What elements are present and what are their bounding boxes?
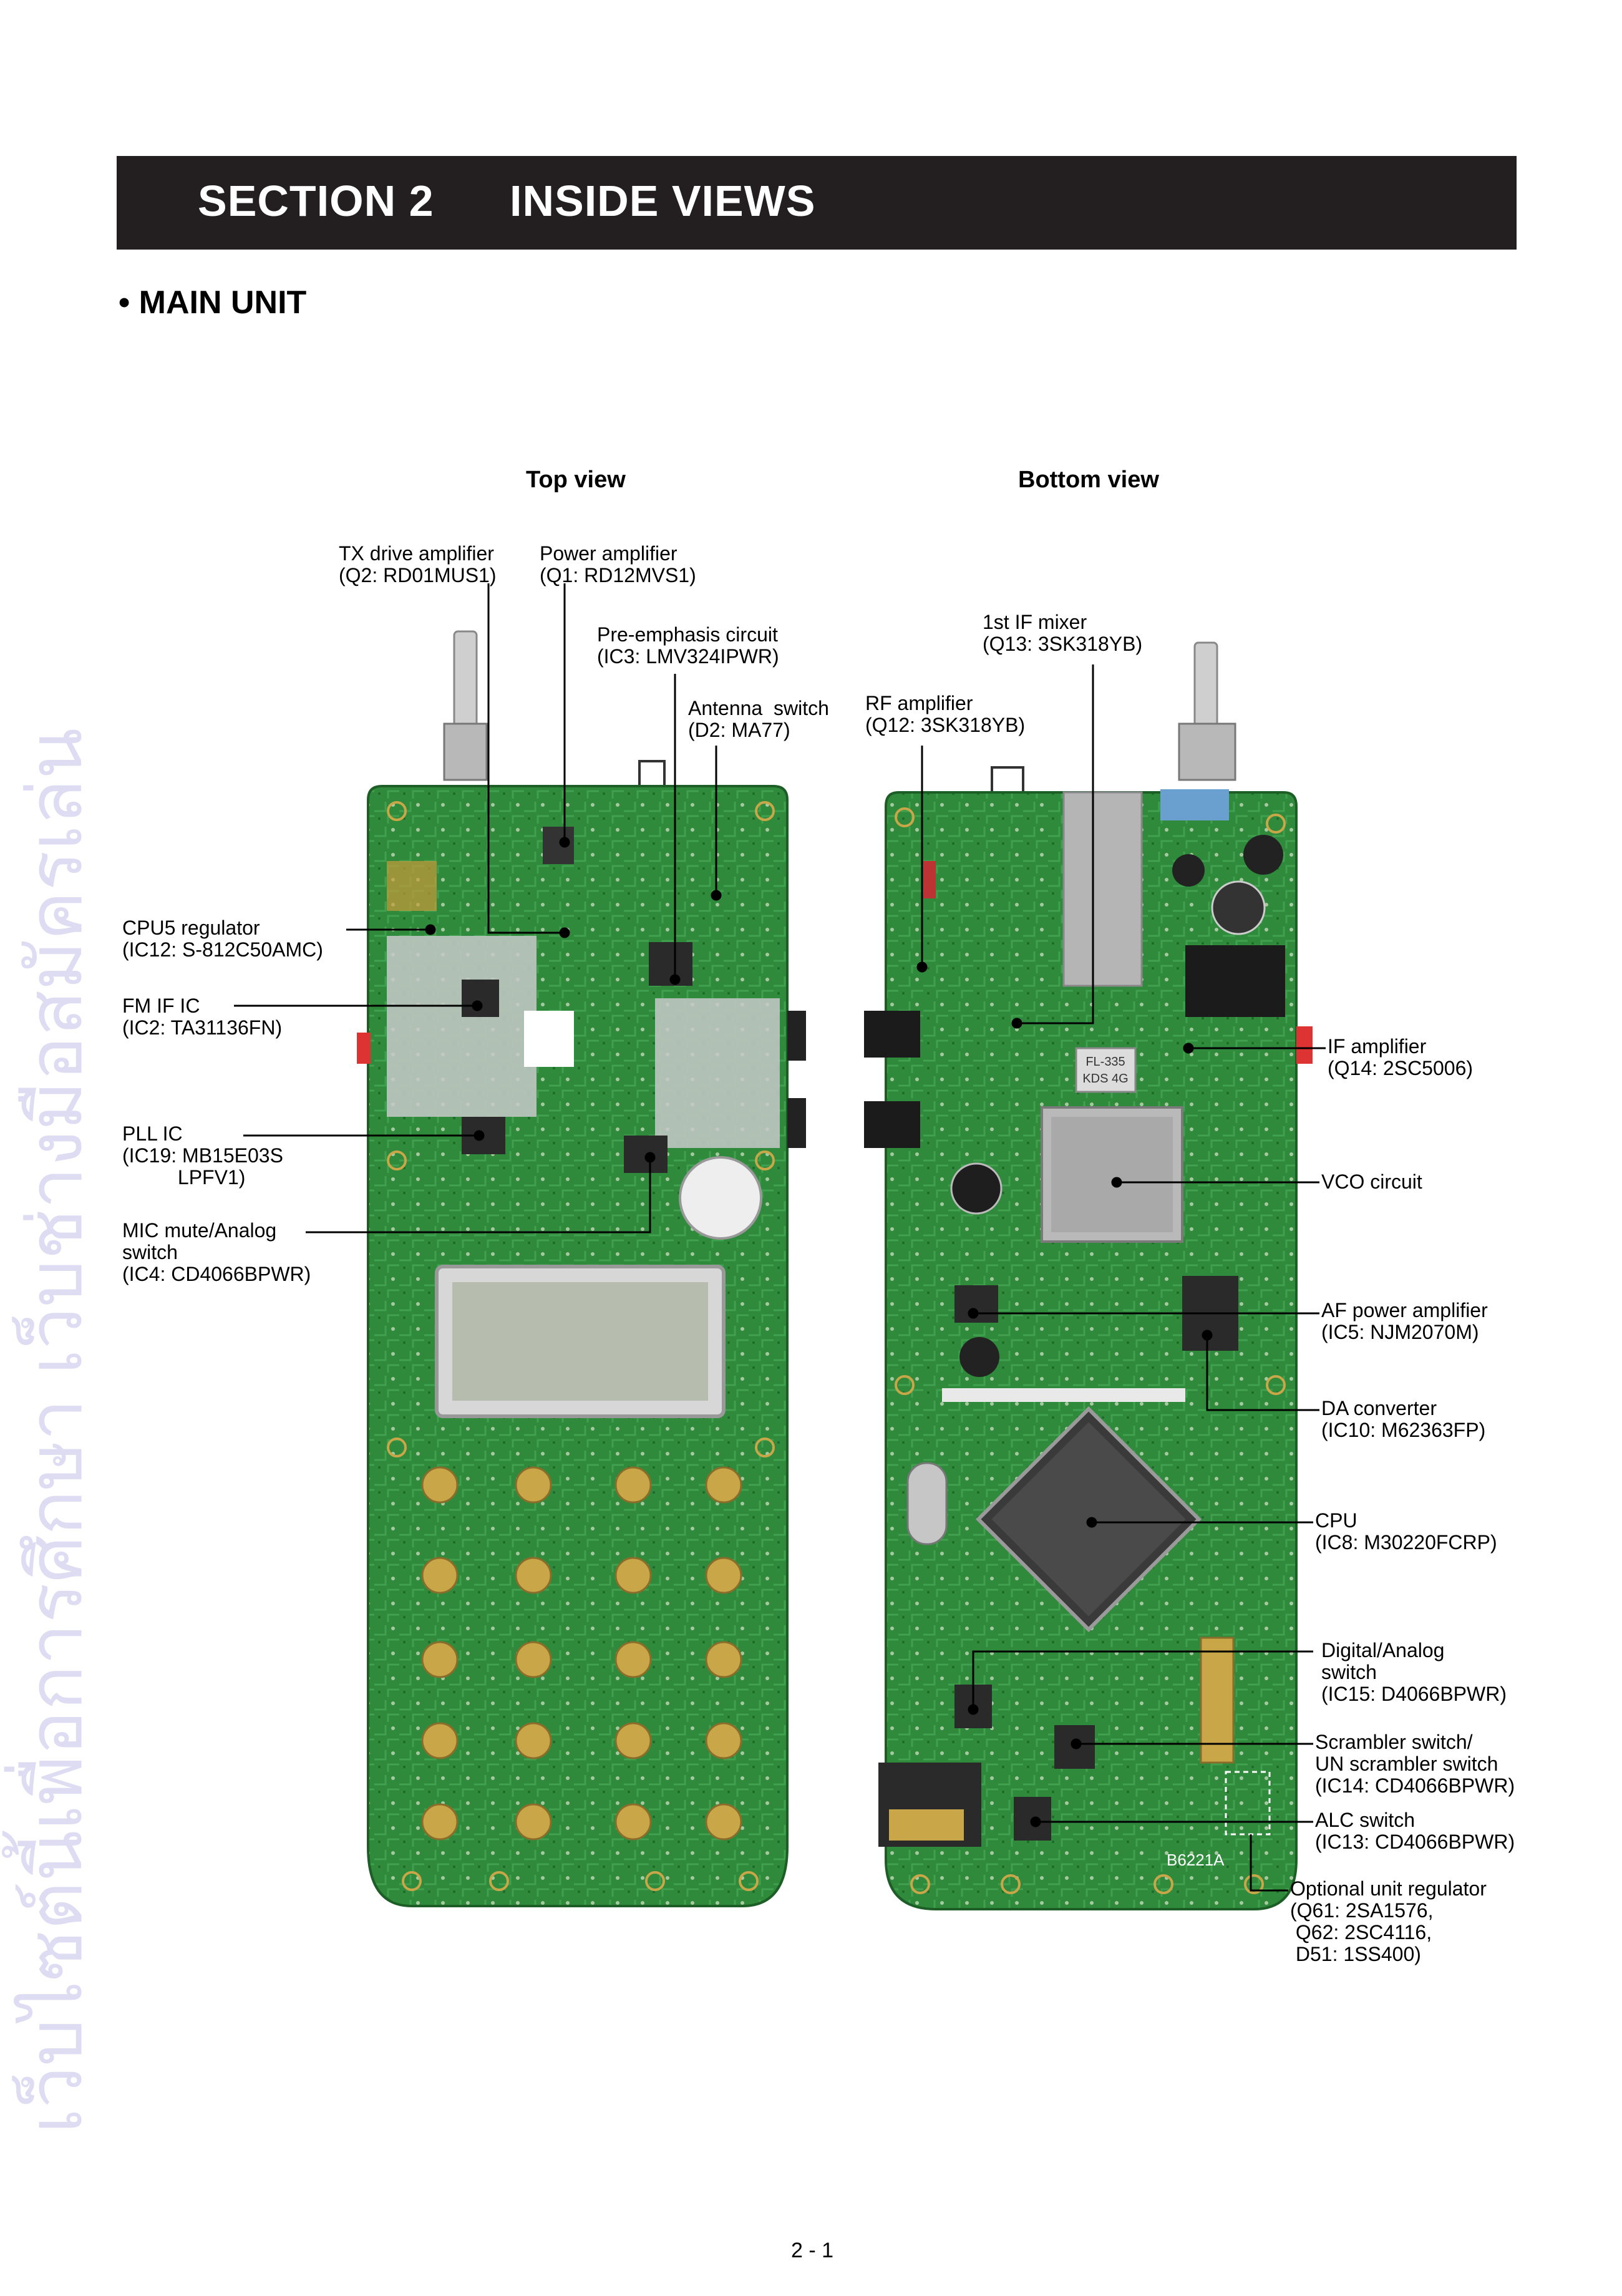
label-fm-if-ic: FM IF IC (IC2: TA31136FN) — [122, 995, 283, 1039]
bottom-view-board: FL-335 KDS 4G B6221A — [864, 641, 1313, 1910]
label-power-amplifier: Power amplifier (Q1: RD12MVS1) — [540, 542, 696, 586]
board-id-marking: B6221A — [1167, 1851, 1225, 1869]
bottom-view-title: Bottom view — [1018, 467, 1159, 493]
label-optional-unit-regulator: Optional unit regulator (Q61: 2SA1576, Q… — [1290, 1877, 1487, 1965]
label-pll-ic: PLL IC (IC19: MB15E03S LPFV1) — [122, 1122, 283, 1189]
top-view-title: Top view — [526, 467, 626, 493]
label-af-power-amplifier: AF power amplifier (IC5: NJM2070M) — [1321, 1299, 1488, 1343]
subheading: • MAIN UNIT — [119, 285, 307, 321]
label-cpu5-regulator: CPU5 regulator (IC12: S-812C50AMC) — [122, 917, 323, 961]
label-if-amplifier: IF amplifier (Q14: 2SC5006) — [1328, 1035, 1474, 1079]
label-vco-circuit: VCO circuit — [1321, 1170, 1422, 1193]
label-rf-amplifier: RF amplifier (Q12: 3SK318YB) — [865, 692, 1026, 736]
section-title: INSIDE VIEWS — [510, 177, 816, 225]
label-antenna-switch: Antenna switch (D2: MA77) — [688, 697, 829, 741]
label-cpu: CPU (IC8: M30220FCRP) — [1315, 1509, 1497, 1554]
section-header: SECTION 2 INSIDE VIEWS — [117, 156, 1517, 250]
label-digital-analog-switch: Digital/Analog switch (IC15: D4066BPWR) — [1321, 1639, 1507, 1705]
filter-marking: FL-335 — [1085, 1055, 1125, 1069]
label-pre-emphasis: Pre-emphasis circuit (IC3: LMV324IPWR) — [597, 623, 779, 668]
label-da-converter: DA converter (IC10: M62363FP) — [1321, 1397, 1486, 1441]
label-1st-if-mixer: 1st IF mixer (Q13: 3SK318YB) — [983, 611, 1143, 655]
page-number: 2 - 1 — [791, 2239, 834, 2262]
label-alc-switch: ALC switch (IC13: CD4066BPWR) — [1315, 1809, 1515, 1853]
filter-marking-2: KDS 4G — [1082, 1072, 1128, 1086]
label-tx-drive-amplifier: TX drive amplifier (Q2: RD01MUS1) — [339, 542, 497, 586]
label-mic-mute: MIC mute/Analog switch (IC4: CD4066BPWR) — [122, 1219, 311, 1285]
top-view-board — [357, 630, 806, 1907]
label-scrambler-switch: Scrambler switch/ UN scrambler switch (I… — [1315, 1731, 1515, 1797]
section-number: SECTION 2 — [198, 177, 434, 225]
